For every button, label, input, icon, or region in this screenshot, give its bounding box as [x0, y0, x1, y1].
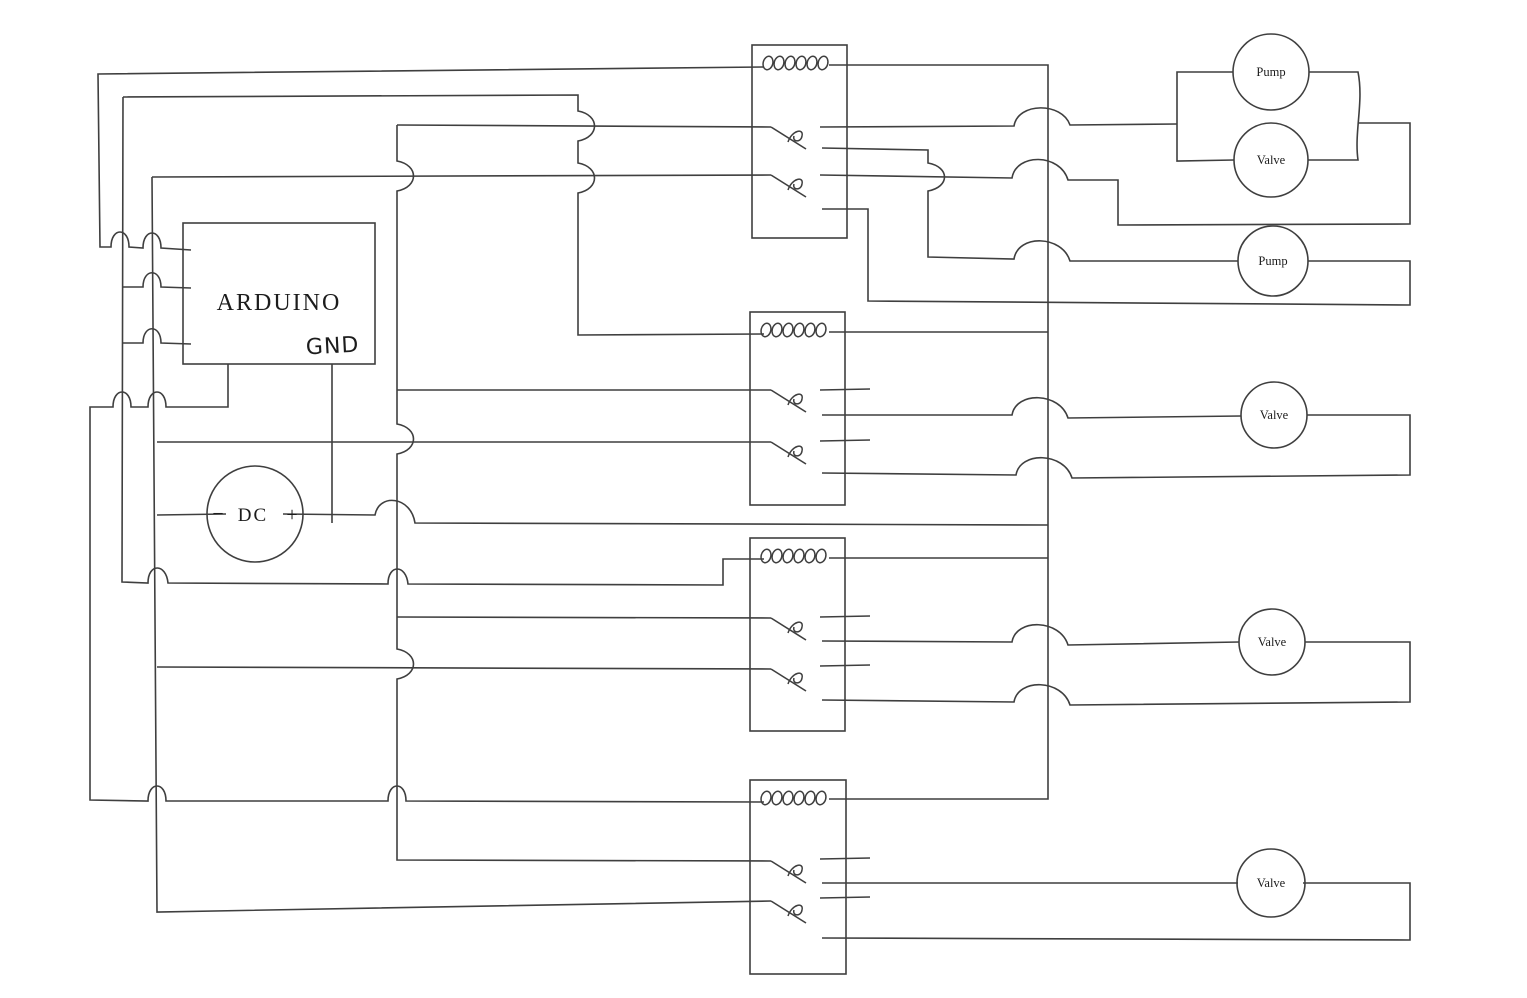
wire-relay3-sw2-to-valve3-return — [821, 641, 1411, 706]
relay-3-coil-icon — [758, 547, 829, 565]
load-valve-1: Valve — [1233, 122, 1309, 198]
plus-terminal-icon: + — [286, 504, 297, 526]
relay-1-switch1-blade — [770, 126, 807, 150]
relay-4-coil-icon — [758, 789, 829, 807]
wire-dc-positive-rail — [282, 499, 1049, 526]
valve-4-circle — [1236, 848, 1306, 918]
wire-relay1-sw2-to-block-return — [819, 122, 1411, 226]
relay-3-switch1-nc-stub — [819, 615, 871, 618]
relay-2-switch1-nc-stub — [819, 388, 871, 391]
load-pump-1: Pump — [1232, 33, 1310, 111]
valve-3-circle — [1238, 608, 1306, 676]
wire-pin3-branch — [122, 327, 192, 345]
pump-1-label: Pump — [1256, 65, 1285, 79]
relay-2-switch2-nc-stub — [819, 439, 871, 442]
relay-4-box — [749, 779, 847, 975]
valve-3-label: Valve — [1258, 635, 1287, 649]
wire-midbus — [396, 125, 772, 862]
valve-1-label: Valve — [1257, 153, 1286, 167]
wire-relay1-sw1-to-pump2 — [821, 147, 1238, 262]
relay-4-switch1-blade — [770, 860, 807, 884]
relay-1-coil-icon — [760, 54, 831, 72]
relay-4-switch1-arrow-icon — [787, 864, 803, 877]
wire-dcneg-to-dc — [156, 513, 227, 516]
relay-1-switch2-blade — [770, 174, 807, 198]
relay-1-switch1-arrow-icon — [787, 130, 803, 143]
relay-4-switch2-nc-stub — [819, 896, 871, 899]
wire-dcneg-to-relay1-sw2 — [151, 174, 772, 178]
relay-1 — [751, 44, 848, 239]
wire-block-right-rail — [1308, 71, 1361, 161]
relay-3-switch1-blade — [770, 617, 807, 641]
wire-midbus-to-relay3-sw1 — [396, 616, 772, 619]
relay-3-switch2-nc-stub — [819, 664, 871, 667]
relay-3-switch1-arrow-icon — [787, 621, 803, 634]
load-pump-2: Pump — [1237, 225, 1309, 297]
wire-coil-return-bus — [829, 64, 1049, 800]
pump-2-circle — [1237, 225, 1309, 297]
dc-supply-label: DC — [238, 505, 268, 526]
wire-pin2-branch — [122, 271, 192, 289]
dc-supply: DC − + — [206, 465, 304, 563]
load-valve-2: Valve — [1240, 381, 1308, 449]
relay-3-box — [749, 537, 846, 732]
relay-2-switch2-arrow-icon — [787, 445, 803, 458]
wire-midbus-to-relay1-sw1 — [396, 124, 772, 128]
arduino-label: ARDUINO — [217, 290, 342, 316]
wire-relay4-sw2-to-valve4-return — [821, 882, 1411, 941]
wire-relay2-sw2-to-valve2-return — [821, 414, 1411, 479]
pump-2-label: Pump — [1258, 254, 1287, 268]
relay-4-switch2-blade — [770, 900, 807, 924]
relay-2-box — [749, 311, 846, 506]
wire-dcneg-bus — [151, 176, 772, 913]
relay-2-coil-icon — [758, 321, 829, 339]
relay-3 — [749, 537, 871, 732]
load-valve-4: Valve — [1236, 848, 1306, 918]
relay-3-switch2-arrow-icon — [787, 672, 803, 685]
wire-relay3-sw1-to-valve3 — [821, 623, 1240, 646]
wire-relay2-sw1-to-valve2 — [822, 396, 1242, 419]
relay-2-switch2-blade — [770, 441, 807, 465]
arduino-gnd-label: GND — [305, 333, 360, 361]
relay-2-switch1-blade — [770, 389, 807, 413]
valve-2-circle — [1240, 381, 1308, 449]
valve-1-circle — [1233, 122, 1309, 198]
relay-2 — [749, 311, 871, 506]
relay-4-switch1-nc-stub — [819, 857, 871, 860]
relay-4-switch2-arrow-icon — [787, 904, 803, 917]
wire-block-left-rail — [1176, 71, 1235, 162]
relay-3-switch2-blade — [770, 668, 807, 692]
relay-2-switch1-arrow-icon — [787, 393, 803, 406]
relay-1-box — [751, 44, 848, 239]
arduino-module: ARDUINO GND — [182, 222, 376, 365]
dc-supply-circle — [206, 465, 304, 563]
load-valve-3: Valve — [1238, 608, 1306, 676]
wire-dcneg-to-relay3-sw2 — [156, 666, 772, 670]
wire-leftbus-to-relay3-coil — [121, 96, 764, 586]
arduino-box — [182, 222, 376, 365]
wire-relay1-sw1-to-block — [819, 107, 1178, 128]
valve-2-label: Valve — [1260, 408, 1289, 422]
wiring — [89, 64, 1411, 941]
relay-1-switch2-arrow-icon — [787, 178, 803, 191]
wire-pin1-to-relay1-coil — [97, 66, 765, 251]
relay-4 — [749, 779, 871, 975]
valve-4-label: Valve — [1257, 876, 1286, 890]
minus-terminal-icon: − — [212, 503, 223, 525]
wire-pin2-to-relay2-coil — [122, 94, 765, 336]
pump-1-circle — [1232, 33, 1310, 111]
wire-relay1-sw2-to-pump2-return — [822, 208, 1411, 306]
